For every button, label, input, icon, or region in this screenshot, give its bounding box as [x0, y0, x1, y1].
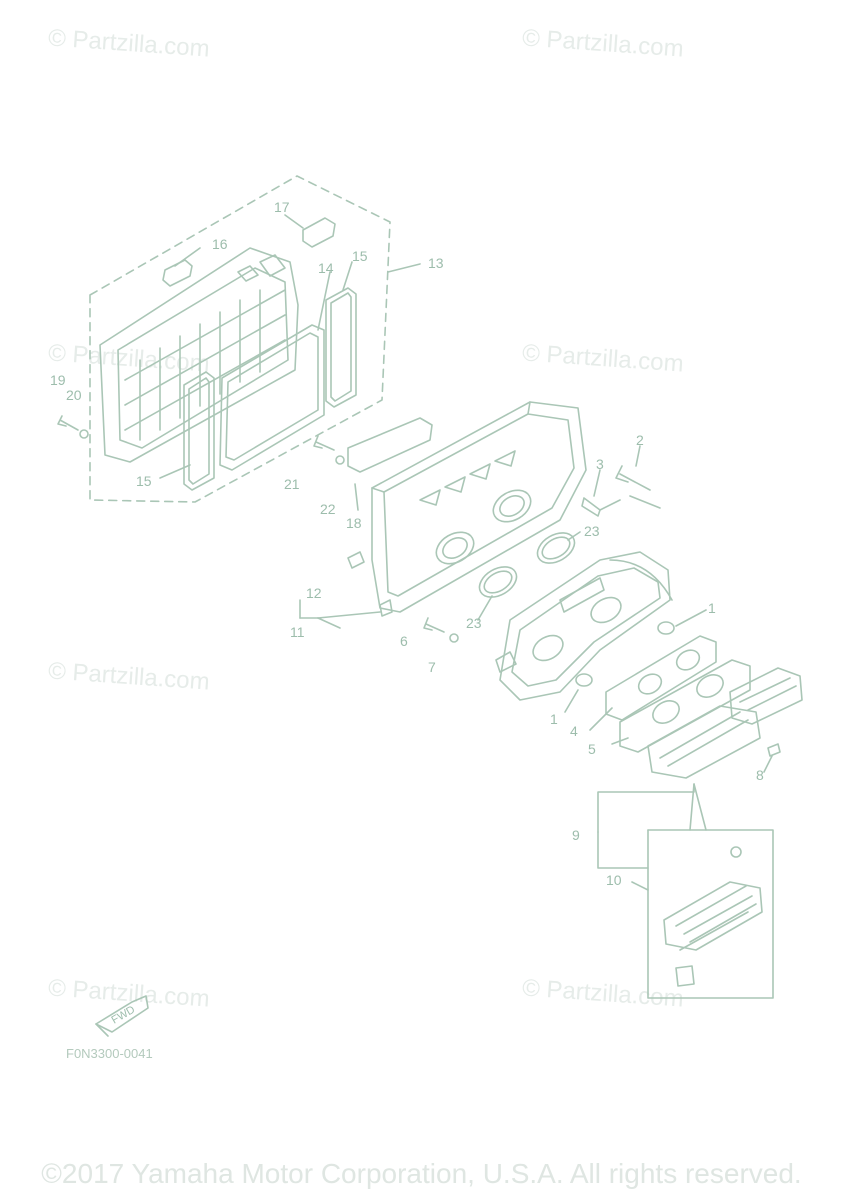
callout-23: 23 [466, 615, 482, 631]
callout-2: 2 [636, 432, 644, 448]
callout-4: 4 [570, 723, 578, 739]
callout-17: 17 [274, 199, 290, 215]
callout-10: 10 [606, 872, 622, 888]
callout-15: 15 [136, 473, 152, 489]
callout-1: 1 [708, 600, 716, 616]
o-rings [477, 531, 581, 621]
callout-6: 6 [400, 633, 408, 649]
fwd-label: FWD [110, 1004, 138, 1027]
callout-14: 14 [318, 260, 334, 276]
callout-5: 5 [588, 741, 596, 757]
callout-22: 22 [320, 501, 336, 517]
callout-7: 7 [428, 659, 436, 675]
callout-3: 3 [596, 456, 604, 472]
copyright-footer: ©2017 Yamaha Motor Corporation, U.S.A. A… [41, 1158, 802, 1189]
callout-16: 16 [212, 236, 228, 252]
callout-20: 20 [66, 387, 82, 403]
callout-21: 21 [284, 476, 300, 492]
callout-12: 12 [306, 585, 322, 601]
diagram-code: F0N3300-0041 [66, 1046, 153, 1061]
callout-9: 9 [572, 827, 580, 843]
callout-13: 13 [428, 255, 444, 271]
callout-23: 23 [584, 523, 600, 539]
intake-plenum [299, 401, 587, 629]
callout-11: 11 [290, 624, 305, 640]
callout-15: 15 [352, 248, 368, 264]
reed-valve-detail [597, 783, 774, 999]
throttle-body-assembly [423, 445, 707, 713]
reed-valve-plates [589, 635, 803, 779]
callout-1: 1 [550, 711, 558, 727]
fwd-arrow-icon [95, 995, 149, 1037]
callout-18: 18 [346, 515, 362, 531]
callout-19: 19 [50, 372, 66, 388]
air-box-assembly [57, 175, 421, 503]
callout-8: 8 [756, 767, 764, 783]
